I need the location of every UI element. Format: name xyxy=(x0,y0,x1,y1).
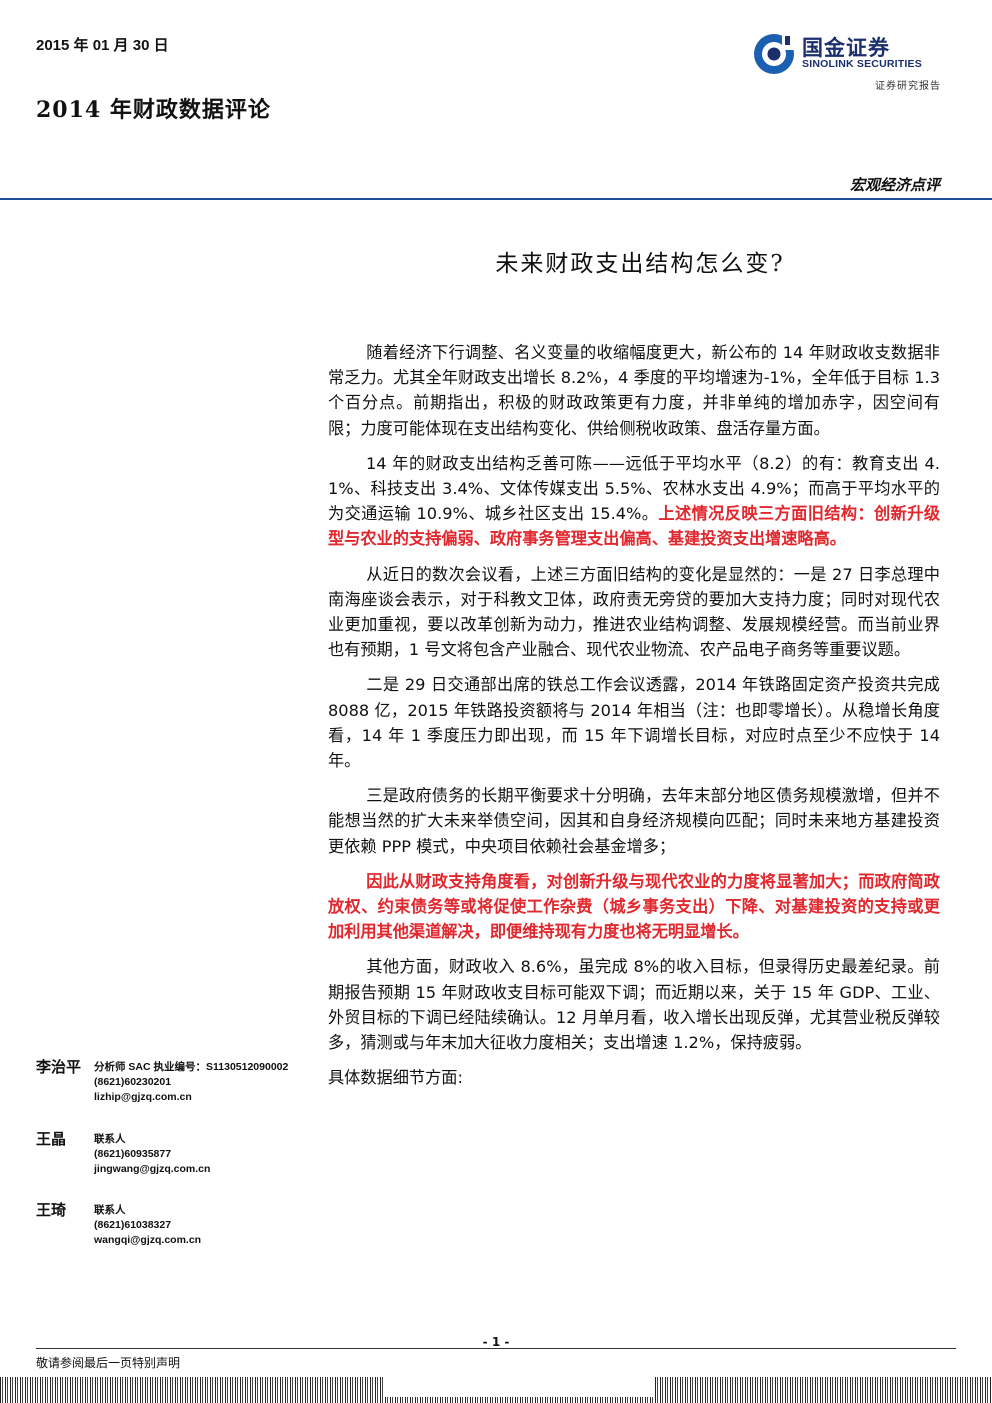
highlight-text: 上述情况反映三方面旧结构：创新升级型与农业的支持偏弱、政府事务管理支出偏高、基建… xyxy=(328,504,941,549)
contact-email[interactable]: jingwang@gjzq.com.cn xyxy=(94,1163,211,1175)
footer-divider xyxy=(36,1348,956,1349)
report-category: 宏观经济点评 xyxy=(849,176,940,194)
logo-name-cn: 国金证券 xyxy=(802,36,890,60)
paragraph-text: 二是 29 日交通部出席的铁总工作会议透露，2014 年铁路固定资产投资共完成 … xyxy=(328,675,940,771)
body-paragraph: 三是政府债务的长期平衡要求十分明确，去年末部分地区债务规模激增，但并不能想当然的… xyxy=(328,783,940,859)
contact-name: 王晶 xyxy=(36,1130,67,1148)
analyst-phone: (8621)60230201 xyxy=(94,1076,172,1088)
header-divider xyxy=(0,198,992,200)
paragraph-text: 其他方面，财政收入 8.6%，虽完成 8%的收入目标，但录得历史最差纪录。前期报… xyxy=(328,957,940,1053)
logo-name-en: SINOLINK SECURITIES xyxy=(802,58,922,70)
page-number: - 1 - xyxy=(482,1335,510,1349)
logo-subtitle: 证券研究报告 xyxy=(875,81,941,92)
body-paragraph: 随着经济下行调整、名义变量的收缩幅度更大，新公布的 14 年财政收支数据非常乏力… xyxy=(328,340,940,441)
highlight-text: 因此从财政支持角度看，对创新升级与现代农业的力度将显著加大；而政府简政放权、约束… xyxy=(328,871,940,942)
contact-phone: (8621)60935877 xyxy=(94,1148,172,1160)
report-date: 2015 年 01 月 30 日 xyxy=(36,37,169,54)
headline-text: 未来财政支出结构怎么变? xyxy=(495,251,785,277)
contact-name: 王琦 xyxy=(36,1201,67,1219)
article-headline: 未来财政支出结构怎么变? xyxy=(0,244,992,278)
paragraph-text: 从近日的数次会议看，上述三方面旧结构的变化是显然的：一是 27 日李总理中南海座… xyxy=(328,564,940,660)
sinolink-logo: 国金证券 SINOLINK SECURITIES 证券研究报告 xyxy=(752,30,947,92)
paragraph-text: 随着经济下行调整、名义变量的收缩幅度更大，新公布的 14 年财政收支数据非常乏力… xyxy=(328,343,940,438)
footer-pattern xyxy=(0,1377,992,1403)
analyst-email[interactable]: lizhip@gjzq.com.cn xyxy=(94,1091,192,1103)
contact-phone: (8621)61038327 xyxy=(94,1219,172,1231)
article-body: 随着经济下行调整、名义变量的收缩幅度更大，新公布的 14 年财政收支数据非常乏力… xyxy=(328,340,940,1100)
contact-role: 联系人 xyxy=(94,1133,126,1145)
paragraph-text: 具体数据细节方面: xyxy=(328,1068,463,1088)
body-paragraph: 二是 29 日交通部出席的铁总工作会议透露，2014 年铁路固定资产投资共完成 … xyxy=(328,672,940,773)
sinolink-logo-icon xyxy=(754,32,796,74)
body-paragraph: 14 年的财政支出结构乏善可陈——远低于平均水平（8.2）的有：教育支出 4.1… xyxy=(328,451,940,552)
contact-email[interactable]: wangqi@gjzq.com.cn xyxy=(94,1234,202,1246)
analyst-role: 分析师 SAC 执业编号：S1130512090002 xyxy=(94,1061,289,1073)
paragraph-text: 三是政府债务的长期平衡要求十分明确，去年末部分地区债务规模激增，但并不能想当然的… xyxy=(328,786,940,856)
body-paragraph: 因此从财政支持角度看，对创新升级与现代农业的力度将显著加大；而政府简政放权、约束… xyxy=(328,869,940,945)
body-paragraph: 其他方面，财政收入 8.6%，虽完成 8%的收入目标，但录得历史最差纪录。前期报… xyxy=(328,954,940,1055)
report-title: 2014 年财政数据评论 xyxy=(36,97,271,123)
paragraph-text: 14 年的财政支出结构乏善可陈——远低于平均水平（8.2）的有：教育支出 4.1… xyxy=(328,453,940,524)
contact-role: 联系人 xyxy=(94,1204,126,1216)
body-paragraph: 具体数据细节方面: xyxy=(328,1065,940,1090)
disclaimer-note: 敬请参阅最后一页特别声明 xyxy=(36,1356,181,1370)
analyst-name: 李治平 xyxy=(36,1058,82,1076)
body-paragraph: 从近日的数次会议看，上述三方面旧结构的变化是显然的：一是 27 日李总理中南海座… xyxy=(328,562,940,663)
